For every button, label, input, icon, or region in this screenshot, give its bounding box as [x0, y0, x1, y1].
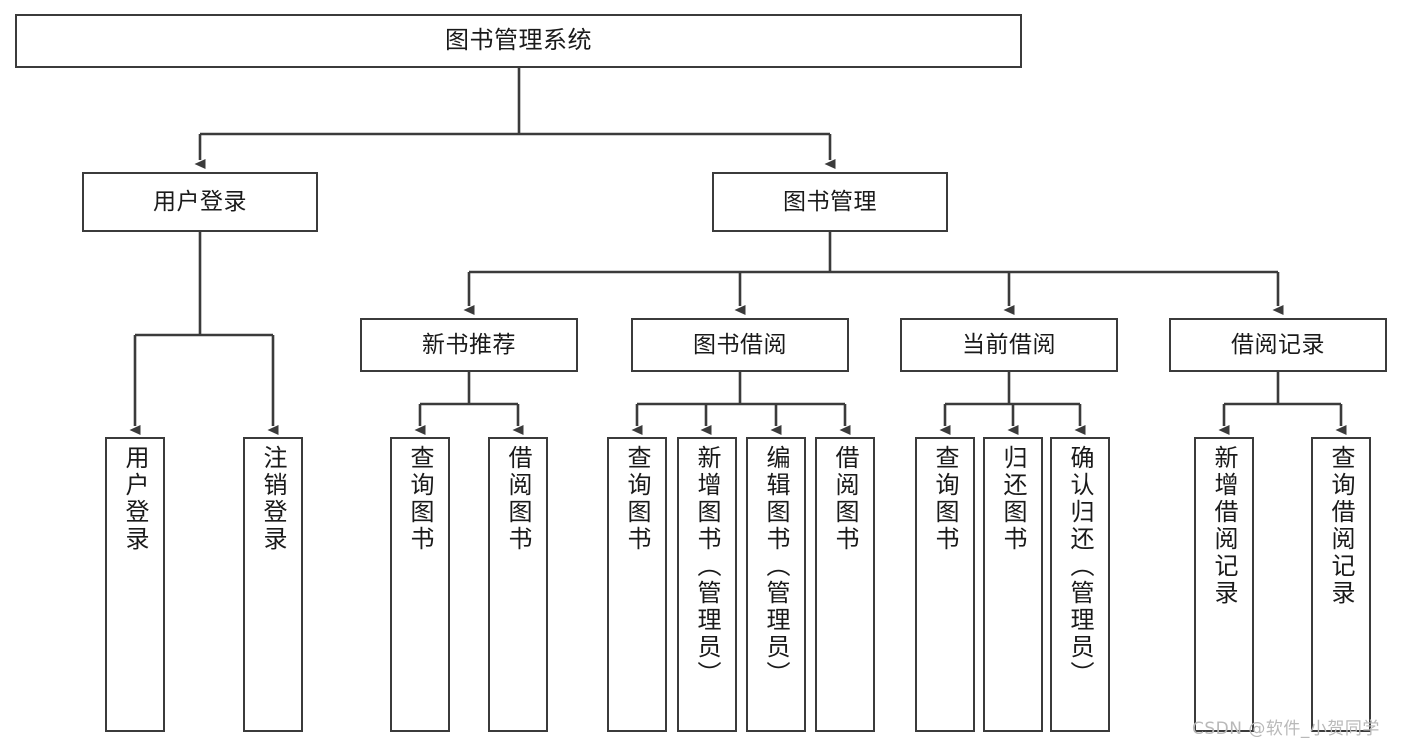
node-user-login-label: 用户登录 — [153, 188, 247, 215]
node-leaf-query-book-1[interactable]: 查询图书 — [390, 437, 450, 732]
node-book-borrow-label: 图书借阅 — [693, 331, 787, 358]
node-leaf-confirm-return-admin[interactable]: 确认归还（管理员） — [1050, 437, 1110, 732]
node-root[interactable]: 图书管理系统 — [15, 14, 1022, 68]
node-leaf-add-book-admin-label: 新增图书（管理员） — [693, 445, 721, 688]
node-leaf-user-login[interactable]: 用户登录 — [105, 437, 165, 732]
node-leaf-query-book-2[interactable]: 查询图书 — [607, 437, 667, 732]
node-leaf-query-book-3[interactable]: 查询图书 — [915, 437, 975, 732]
node-leaf-query-borrow-record[interactable]: 查询借阅记录 — [1311, 437, 1371, 732]
node-leaf-return-book[interactable]: 归还图书 — [983, 437, 1043, 732]
node-new-book-rec[interactable]: 新书推荐 — [360, 318, 578, 372]
node-leaf-query-book-1-label: 查询图书 — [406, 445, 434, 553]
node-leaf-query-book-3-label: 查询图书 — [931, 445, 959, 553]
node-book-manage[interactable]: 图书管理 — [712, 172, 948, 232]
node-borrow-record-label: 借阅记录 — [1231, 331, 1325, 358]
node-leaf-edit-book-admin[interactable]: 编辑图书（管理员） — [746, 437, 806, 732]
node-leaf-borrow-book-2[interactable]: 借阅图书 — [815, 437, 875, 732]
node-leaf-borrow-book-2-label: 借阅图书 — [831, 445, 859, 553]
node-leaf-confirm-return-admin-label: 确认归还（管理员） — [1066, 445, 1094, 688]
node-leaf-query-borrow-record-label: 查询借阅记录 — [1327, 445, 1355, 607]
node-book-manage-label: 图书管理 — [783, 188, 877, 215]
node-leaf-edit-book-admin-label: 编辑图书（管理员） — [762, 445, 790, 688]
node-current-borrow-label: 当前借阅 — [962, 331, 1056, 358]
node-borrow-record[interactable]: 借阅记录 — [1169, 318, 1387, 372]
node-new-book-rec-label: 新书推荐 — [422, 331, 516, 358]
node-leaf-logout-login-label: 注销登录 — [259, 445, 287, 553]
node-book-borrow[interactable]: 图书借阅 — [631, 318, 849, 372]
node-leaf-add-book-admin[interactable]: 新增图书（管理员） — [677, 437, 737, 732]
node-leaf-borrow-book-1-label: 借阅图书 — [504, 445, 532, 553]
node-leaf-borrow-book-1[interactable]: 借阅图书 — [488, 437, 548, 732]
node-leaf-return-book-label: 归还图书 — [999, 445, 1027, 553]
node-leaf-add-borrow-record-label: 新增借阅记录 — [1210, 445, 1238, 607]
node-current-borrow[interactable]: 当前借阅 — [900, 318, 1118, 372]
node-leaf-logout-login[interactable]: 注销登录 — [243, 437, 303, 732]
node-root-label: 图书管理系统 — [445, 26, 592, 55]
node-leaf-add-borrow-record[interactable]: 新增借阅记录 — [1194, 437, 1254, 732]
node-user-login[interactable]: 用户登录 — [82, 172, 318, 232]
node-leaf-query-book-2-label: 查询图书 — [623, 445, 651, 553]
node-leaf-user-login-label: 用户登录 — [121, 445, 149, 553]
